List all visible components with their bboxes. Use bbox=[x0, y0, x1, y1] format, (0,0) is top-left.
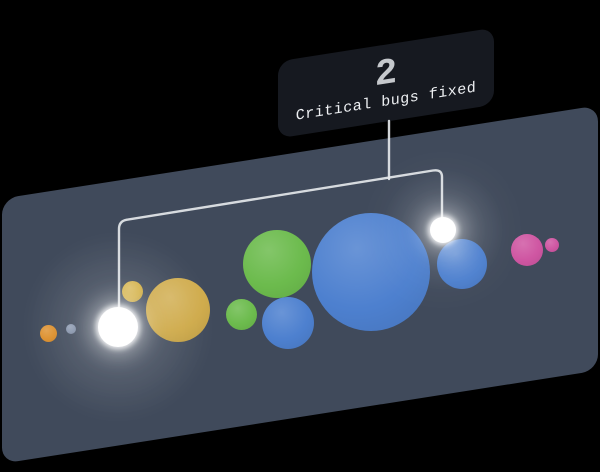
bubble-yellow-small[interactable] bbox=[121, 280, 143, 302]
bubble-pink-small[interactable] bbox=[545, 238, 559, 252]
bubble-slate-tiny[interactable] bbox=[66, 324, 76, 334]
bubble-pink-medium[interactable] bbox=[511, 234, 543, 266]
bubble-blue-medium-right[interactable] bbox=[437, 239, 487, 289]
tooltip: 2 Critical bugs fixed bbox=[278, 27, 494, 139]
bubble-blue-large[interactable] bbox=[312, 213, 430, 331]
bubble-white-right[interactable] bbox=[430, 217, 456, 243]
bubble-blue-medium-left[interactable] bbox=[262, 297, 314, 349]
bubble-green-large[interactable] bbox=[243, 230, 311, 298]
bubble-white-left[interactable] bbox=[98, 307, 138, 347]
bubble-orange-small[interactable] bbox=[39, 324, 57, 342]
bubble-green-small[interactable] bbox=[225, 298, 257, 330]
tooltip-value: 2 bbox=[374, 51, 398, 97]
bubble-yellow-large[interactable] bbox=[146, 278, 210, 342]
